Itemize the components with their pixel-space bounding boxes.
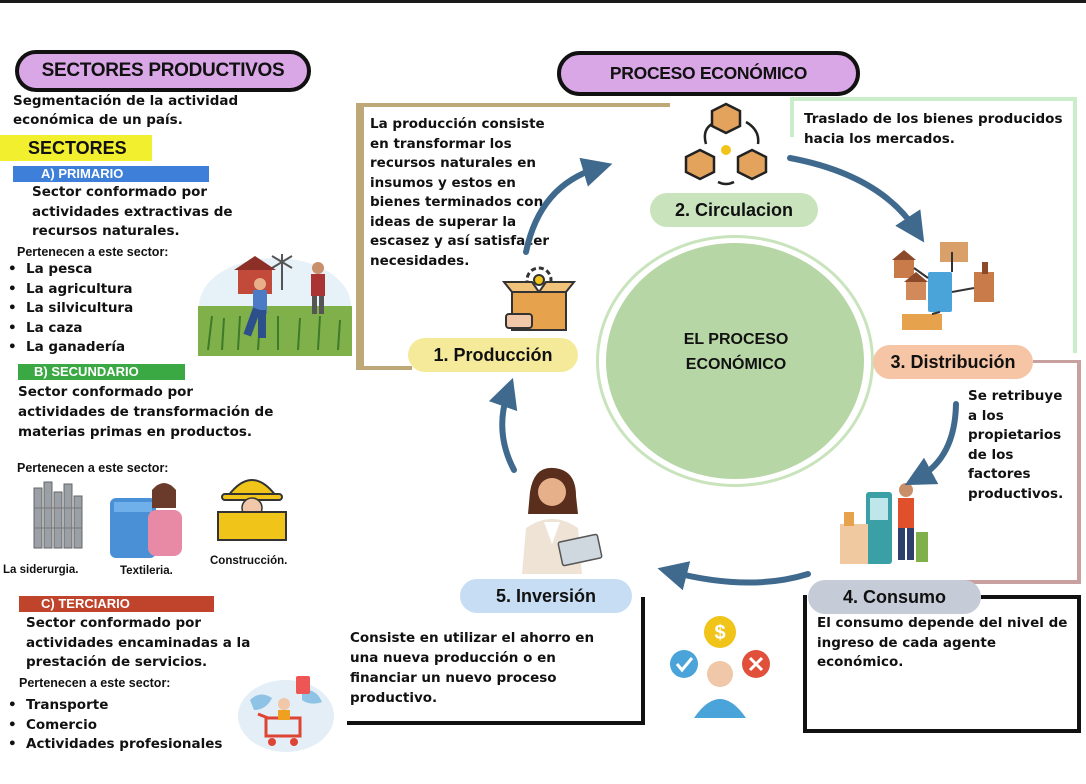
center-circle — [606, 243, 864, 479]
sectores-productivos-title: SECTORES PRODUCTIVOS — [15, 50, 311, 92]
circulacion-frame-top — [790, 97, 1077, 101]
distribucion-frame-right — [1077, 360, 1081, 584]
inversion-frame-bottom — [347, 721, 645, 725]
arrow-consumo-to-inversion — [657, 561, 811, 591]
distribucion-frame-top — [1033, 360, 1081, 363]
produccion-frame-side — [356, 103, 364, 370]
stage-inversion: 5. Inversión — [460, 579, 632, 613]
farm-illustration — [198, 254, 352, 356]
arrow-produccion-to-circulacion — [523, 157, 613, 255]
primario-desc: Sector conformado por actividades extrac… — [32, 184, 233, 239]
svg-text:$: $ — [714, 622, 725, 644]
arrow-circulacion-to-distribucion — [787, 155, 925, 243]
stage-distribucion: 3. Distribución — [873, 345, 1033, 379]
secundario-example-textileria: Textileria. — [120, 565, 173, 577]
inversion-frame-right — [641, 597, 645, 725]
textile-worker-icon — [110, 483, 182, 558]
consumo-desc: El consumo depende del nivel de ingreso … — [817, 615, 1068, 670]
produccion-desc: La producción consiste en transformar lo… — [370, 116, 550, 269]
sectores-intro: Segmentación de la actividad económica d… — [13, 93, 239, 128]
terciario-header: C) TERCIARIO — [19, 596, 214, 612]
list-item: La silvicultura — [4, 299, 194, 319]
center-circle-ring — [596, 235, 874, 487]
arrow-distribucion-to-consumo — [904, 401, 959, 486]
inversion-desc: Consiste en utilizar el ahorro en una nu… — [350, 630, 595, 706]
primario-list: La pesca La agricultura La silvicultura … — [4, 260, 194, 358]
secundario-header: B) SECUNDARIO — [18, 364, 185, 380]
list-item: La pesca — [4, 260, 194, 280]
list-item: Actividades profesionales — [4, 735, 254, 755]
list-item: La ganadería — [4, 338, 194, 358]
shopping-world-icon — [238, 676, 334, 752]
vending-machine-icon — [840, 483, 928, 564]
factory-network-icon — [892, 242, 994, 330]
proceso-economico-title: PROCESO ECONÓMICO — [557, 51, 860, 96]
sectores-label: SECTORES — [0, 135, 152, 161]
businesswoman-laptop-icon — [522, 467, 603, 574]
circulacion-desc: Traslado de los bienes producidos hacia … — [804, 111, 1063, 147]
money-decision-icon: $ — [670, 616, 770, 718]
consumo-frame — [803, 595, 1081, 733]
boxes-cycle-icon — [684, 102, 768, 186]
terciario-belong: Pertenecen a este sector: — [19, 676, 171, 690]
terciario-list: Transporte Comercio Actividades profesio… — [4, 696, 254, 755]
arrow-inversion-to-produccion — [488, 377, 518, 473]
secundario-example-construccion: Construcción. — [210, 555, 288, 567]
primario-belong: Pertenecen a este sector: — [17, 245, 169, 259]
distribucion-frame-bottom — [930, 580, 1081, 584]
produccion-frame — [356, 103, 670, 107]
center-label: EL PROCESO ECONÓMICO — [683, 331, 789, 373]
secundario-belong: Pertenecen a este sector: — [17, 461, 169, 475]
list-item: Comercio — [4, 716, 254, 736]
circulacion-frame-right — [1073, 97, 1077, 353]
list-item: La agricultura — [4, 280, 194, 300]
stage-consumo: 4. Consumo — [808, 580, 981, 614]
top-border — [0, 0, 1086, 3]
secundario-desc: Sector conformado por actividades de tra… — [18, 384, 274, 440]
hardhat-worker-icon — [217, 479, 287, 541]
stage-circulacion: 2. Circulacion — [650, 193, 818, 227]
secundario-example-siderurgia: La siderurgia. — [3, 564, 79, 576]
box-gear-icon — [502, 266, 576, 331]
list-item: Transporte — [4, 696, 254, 716]
steel-bars-icon — [33, 481, 83, 549]
consumo-frame-top — [981, 595, 1081, 599]
produccion-frame-bottom — [356, 366, 412, 370]
stage-produccion: 1. Producción — [408, 338, 578, 372]
consumo-frame-left — [803, 595, 807, 733]
list-item: La caza — [4, 319, 194, 339]
distribucion-desc: Se retribuye a los propietarios de los f… — [968, 388, 1064, 502]
terciario-desc: Sector conformado por actividades encami… — [26, 615, 251, 670]
primario-header: A) PRIMARIO — [13, 166, 209, 182]
circulacion-frame-left — [790, 97, 794, 137]
